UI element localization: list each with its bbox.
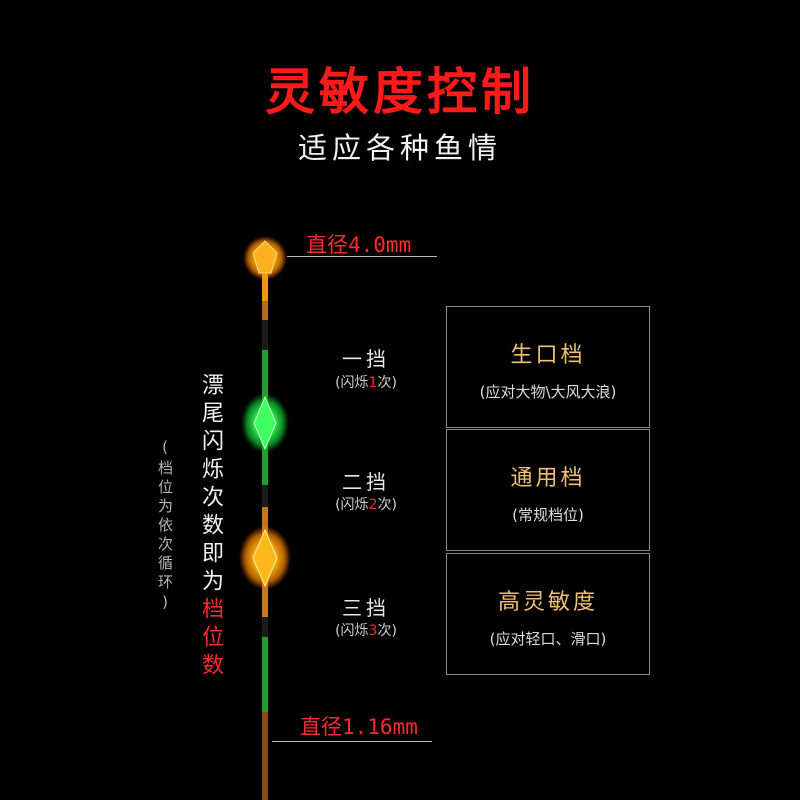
rod-segment-black — [262, 617, 268, 637]
gear-2-panel: 通用档 (常规档位) — [446, 429, 650, 551]
rod-segment-green — [262, 637, 268, 712]
diameter-bottom-label: 直径1.16mm — [300, 715, 418, 739]
rod-segment-black — [262, 320, 268, 350]
rod-segment-brown — [262, 712, 268, 800]
gear-3-name: 三挡 — [342, 596, 390, 620]
gear-2-name: 二挡 — [342, 470, 390, 494]
diameter-top-label: 直径4.0mm — [306, 233, 412, 257]
gear-3-blink: (闪烁3次) — [335, 623, 397, 639]
rod-segment-black — [262, 485, 268, 507]
side-text: 漂尾闪烁次数即为档位数 — [194, 373, 226, 681]
gear-2-desc: (常规档位) — [512, 506, 584, 524]
side-text-main: 漂尾闪烁次数即为 — [198, 373, 223, 597]
diameter-top-line — [287, 256, 437, 257]
gear-3-panel: 高灵敏度 (应对轻口、滑口) — [446, 553, 650, 675]
side-note: (档位为依次循环) — [156, 438, 174, 615]
gear-3-mode: 高灵敏度 — [497, 590, 598, 615]
gear-1-name: 一挡 — [342, 347, 390, 371]
gear-3-desc: (应对轻口、滑口) — [489, 630, 607, 648]
gear-1-panel: 生口档 (应对大物\大风大浪) — [446, 306, 650, 428]
side-text-highlight: 档位数 — [198, 597, 223, 681]
gear-1-blink: (闪烁1次) — [335, 375, 397, 391]
gear-2-mode: 通用档 — [510, 466, 586, 491]
diameter-bottom-line — [272, 741, 432, 742]
gear-1-mode: 生口档 — [510, 343, 586, 368]
float-tail-illustration — [239, 236, 291, 800]
gear-2-blink: (闪烁2次) — [335, 497, 397, 513]
page-title: 灵敏度控制 — [265, 63, 535, 121]
page-subtitle: 适应各种鱼情 — [297, 131, 502, 165]
gear-1-desc: (应对大物\大风大浪) — [479, 383, 617, 401]
